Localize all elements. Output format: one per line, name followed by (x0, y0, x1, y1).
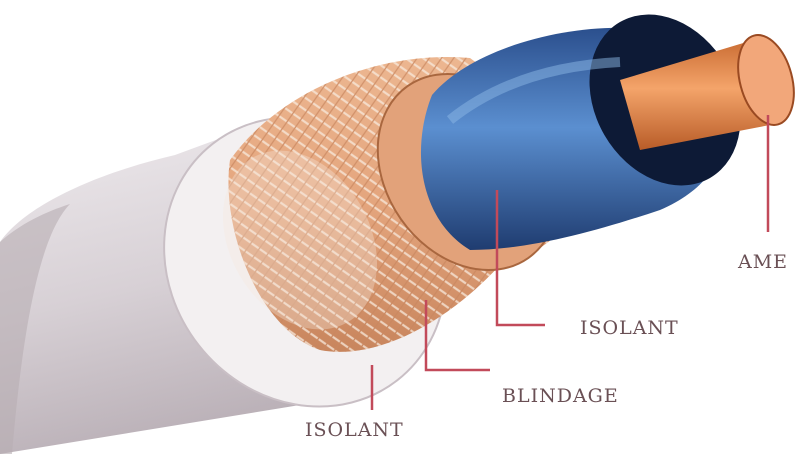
core-label: AME (737, 251, 788, 273)
outer-insulator-label: ISOLANT (305, 419, 404, 441)
shield-label: BLINDAGE (502, 385, 619, 407)
inner-insulator-label: ISOLANT (580, 317, 679, 339)
